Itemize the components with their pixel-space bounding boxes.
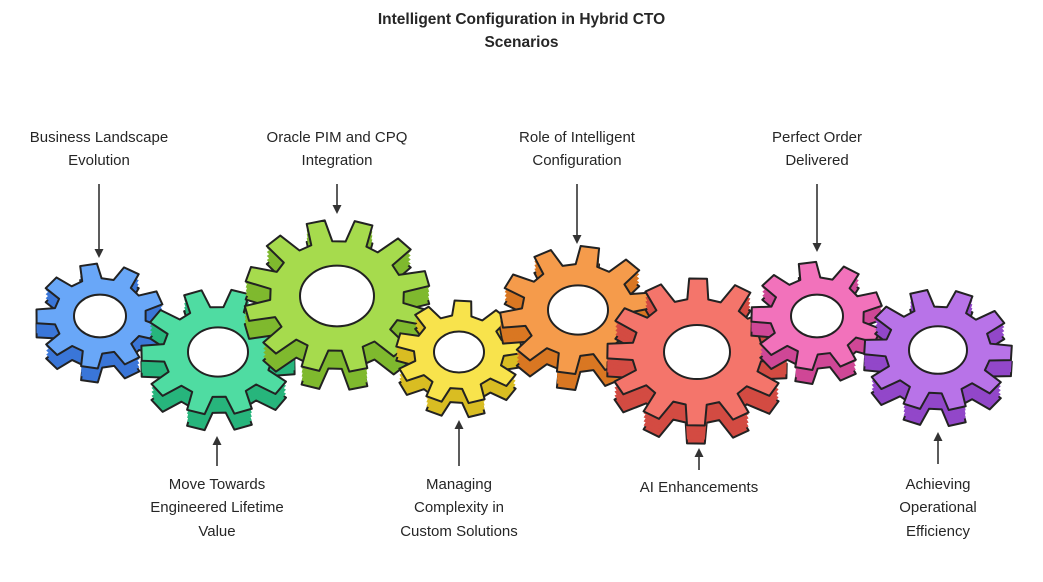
gear-ai-enhancements bbox=[607, 278, 786, 443]
label-move-towards-engineered-lifetime-value: Move Towards Engineered Lifetime Value bbox=[150, 476, 284, 540]
label-role-of-intelligent-configuration: Role of Intelligent Configuration bbox=[519, 129, 635, 170]
label-perfect-order-delivered: Perfect Order Delivered bbox=[771, 129, 863, 170]
arrow-head bbox=[94, 249, 104, 258]
gear-hole bbox=[909, 326, 967, 374]
gear-complexity bbox=[396, 301, 522, 418]
label-oracle-pim-cpq-integration: Oracle PIM and CPQ Integration bbox=[266, 129, 408, 170]
diagram-title: Intelligent Configuration in Hybrid CTO … bbox=[377, 11, 666, 52]
gear-hole bbox=[188, 327, 248, 376]
arrow-head bbox=[694, 448, 704, 457]
label-business-landscape-evolution: Business Landscape Evolution bbox=[29, 129, 169, 170]
gear-hole bbox=[548, 285, 608, 334]
arrow-head bbox=[332, 205, 342, 214]
gear-business-landscape bbox=[37, 264, 163, 383]
gear-hole bbox=[791, 295, 843, 338]
gear-intelligent-configuration bbox=[500, 246, 656, 390]
arrow-head bbox=[812, 243, 822, 252]
arrow-head bbox=[933, 432, 943, 441]
gear-perfect-order bbox=[751, 262, 881, 384]
gear-hole bbox=[664, 325, 730, 379]
arrow-head bbox=[454, 420, 464, 429]
label-ai-enhancements: AI Enhancements bbox=[639, 479, 759, 496]
gear-pim-cpq bbox=[245, 220, 429, 389]
gear-hole bbox=[434, 332, 484, 373]
label-achieving-operational-efficiency: Achieving Operational Efficiency bbox=[899, 476, 977, 540]
gear-hole bbox=[300, 266, 374, 327]
arrow-head bbox=[572, 235, 582, 244]
gear-hole bbox=[74, 295, 126, 338]
label-managing-complexity-in-custom-solutions: Managing Complexity in Custom Solutions bbox=[400, 476, 518, 540]
gear-operational-efficiency bbox=[864, 290, 1012, 426]
arrow-head bbox=[212, 436, 222, 445]
